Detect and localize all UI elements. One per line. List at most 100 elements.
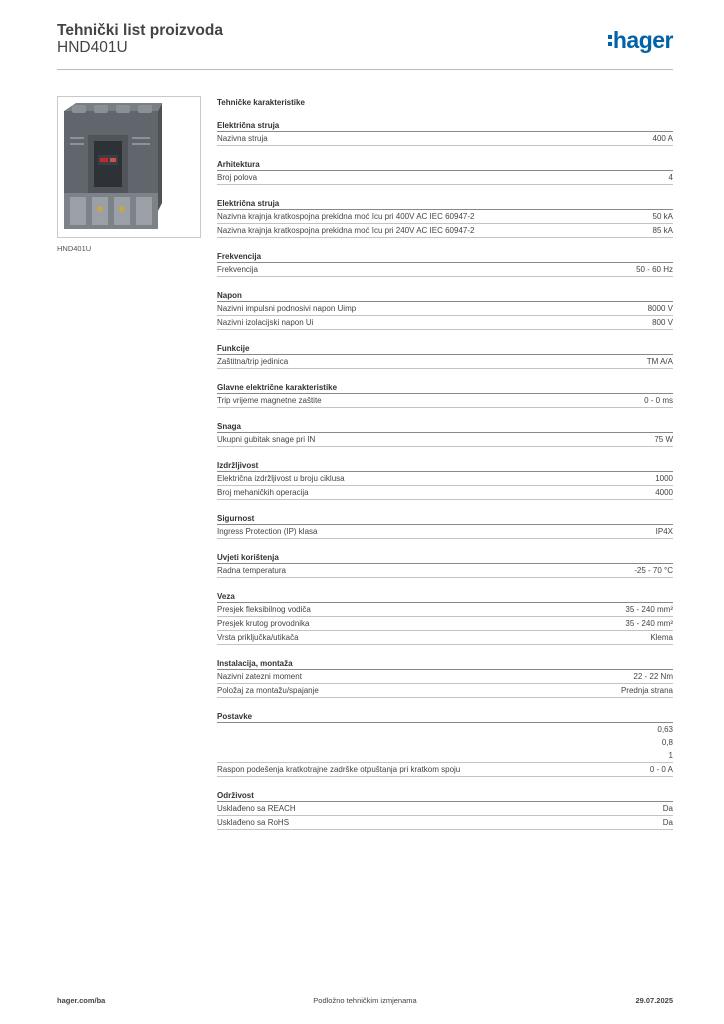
- spec-label: Nazivna struja: [217, 134, 268, 143]
- hager-logo: hager: [607, 27, 674, 53]
- spec-group-title: Glavne električne karakteristike: [217, 381, 673, 394]
- spec-row: Vrsta priključka/utikača Klema: [217, 631, 673, 645]
- spec-row: Raspon podešenja kratkotrajne zadrške ot…: [217, 763, 673, 777]
- spec-value: 4000: [655, 488, 673, 497]
- spec-value: 4: [668, 173, 673, 182]
- spec-row: Presjek fleksibilnog vodiča 35 - 240 mm²: [217, 603, 673, 617]
- logo-text: hager: [612, 27, 674, 53]
- spec-label: Raspon podešenja kratkotrajne zadrške ot…: [217, 765, 461, 774]
- spec-value: 400 A: [652, 134, 673, 143]
- spec-label: Električna izdržljivost u broju ciklusa: [217, 474, 345, 483]
- spec-row: Ukupni gubitak snage pri IN 75 W: [217, 433, 673, 447]
- spec-label: Broj mehaničkih operacija: [217, 488, 309, 497]
- spec-value: 50 - 60 Hz: [636, 265, 673, 274]
- spec-label: Nazivni impulsni podnosivi napon Uimp: [217, 304, 357, 313]
- spec-value: 35 - 240 mm²: [625, 605, 673, 614]
- spec-group-title: Postavke: [217, 710, 673, 723]
- product-image: [57, 96, 201, 238]
- spec-label: Položaj za montažu/spajanje: [217, 686, 319, 695]
- spec-group-title: Napon: [217, 289, 673, 302]
- footer-disclaimer: Podložno tehničkim izmjenama: [313, 996, 417, 1005]
- spec-row: Položaj za montažu/spajanje Prednja stran…: [217, 684, 673, 698]
- spec-group-title: Veza: [217, 590, 673, 603]
- document-title: Tehnički list proizvoda: [57, 22, 223, 39]
- spec-label: Frekvencija: [217, 265, 258, 274]
- spec-group-title: Frekvencija: [217, 250, 673, 263]
- spec-value: 75 W: [654, 435, 673, 444]
- spec-row: Radna temperatura-25 - 70 °C: [217, 564, 673, 578]
- spec-row: Nazivni zatezni moment 22 - 22 Nm: [217, 670, 673, 684]
- spec-value: Da: [662, 804, 673, 813]
- spec-row: Presjek krutog provodnika 35 - 240 mm²: [217, 617, 673, 631]
- spec-row: Broj mehaničkih operacija 4000: [217, 486, 673, 500]
- spec-row: Nazivna struja 400 A: [217, 132, 673, 146]
- spec-group-title: Uvjeti korištenja: [217, 551, 673, 564]
- spec-label: Ingress Protection (IP) klasa: [217, 527, 318, 536]
- circuit-breaker-illustration: [64, 103, 162, 229]
- spec-label: Nazivni izolacijski napon Ui: [217, 318, 314, 327]
- spec-value: 0 - 0 ms: [644, 396, 673, 405]
- spec-row: Trip vrijeme magnetne zaštite 0 - 0 ms: [217, 394, 673, 408]
- spec-label: Usklađeno sa REACH: [217, 804, 296, 813]
- spec-row: Nazivni impulsni podnosivi napon Uimp 800…: [217, 302, 673, 316]
- spec-label: Nazivni zatezni moment: [217, 672, 302, 681]
- spec-label: Presjek fleksibilnog vodiča: [217, 605, 311, 614]
- spec-value: -25 - 70 °C: [634, 566, 673, 575]
- technical-specs: Tehničke karakteristike Električna struj…: [217, 96, 673, 842]
- spec-row: Usklađeno sa REACH Da: [217, 802, 673, 816]
- spec-label: Nazivna krajnja kratkospojna prekidna mo…: [217, 212, 475, 221]
- spec-label: Broj polova: [217, 173, 258, 182]
- spec-value: IP4X: [655, 527, 673, 536]
- spec-group-title: Električna struja: [217, 197, 673, 210]
- footer-date: 29.07.2025: [635, 996, 673, 1005]
- spec-value: 0,63 0,8 1: [657, 725, 673, 760]
- spec-label: Ukupni gubitak snage pri IN: [217, 435, 316, 444]
- spec-group-title: Instalacija, montaža: [217, 657, 673, 670]
- spec-row: Broj polova 4: [217, 171, 673, 185]
- spec-value: 35 - 240 mm²: [625, 619, 673, 628]
- spec-value: 50 kA: [652, 212, 673, 221]
- spec-group-title: Izdržljivost: [217, 459, 673, 472]
- spec-label: Zaštitna/trip jedinica: [217, 357, 289, 366]
- spec-label: Nazivna krajnja kratkospojna prekidna mo…: [217, 226, 475, 235]
- spec-label: Presjek krutog provodnika: [217, 619, 310, 628]
- spec-label: Trip vrijeme magnetne zaštite: [217, 396, 322, 405]
- footer-website-link[interactable]: hager.com/ba: [57, 996, 106, 1005]
- spec-row: 0,63 0,8 1: [217, 723, 673, 763]
- spec-group-title: Održivost: [217, 789, 673, 802]
- spec-row: Frekvencija 50 - 60 Hz: [217, 263, 673, 277]
- spec-value: 8000 V: [647, 304, 673, 313]
- spec-value: 0 - 0 A: [649, 765, 673, 774]
- spec-group-title: Arhitektura: [217, 158, 673, 171]
- spec-value: 22 - 22 Nm: [633, 672, 673, 681]
- spec-group-title: Električna struja: [217, 119, 673, 132]
- specs-title: Tehničke karakteristike: [217, 98, 305, 107]
- spec-row: Nazivna krajnja kratkospojna prekidna mo…: [217, 224, 673, 238]
- spec-row: Nazivna krajnja kratkospojna prekidna mo…: [217, 210, 673, 224]
- spec-value: Klema: [650, 633, 673, 642]
- spec-group: Postavke 0,63 0,8 1 Raspon podešenja kratk…: [217, 710, 673, 777]
- spec-group-title: Funkcije: [217, 342, 673, 355]
- spec-value: 85 kA: [652, 226, 673, 235]
- spec-label: Vrsta priključka/utikača: [217, 633, 299, 642]
- spec-group-title: Snaga: [217, 420, 673, 433]
- spec-value: Da: [662, 818, 673, 827]
- spec-value: 1000: [655, 474, 673, 483]
- spec-value: Prednja strana: [620, 686, 673, 695]
